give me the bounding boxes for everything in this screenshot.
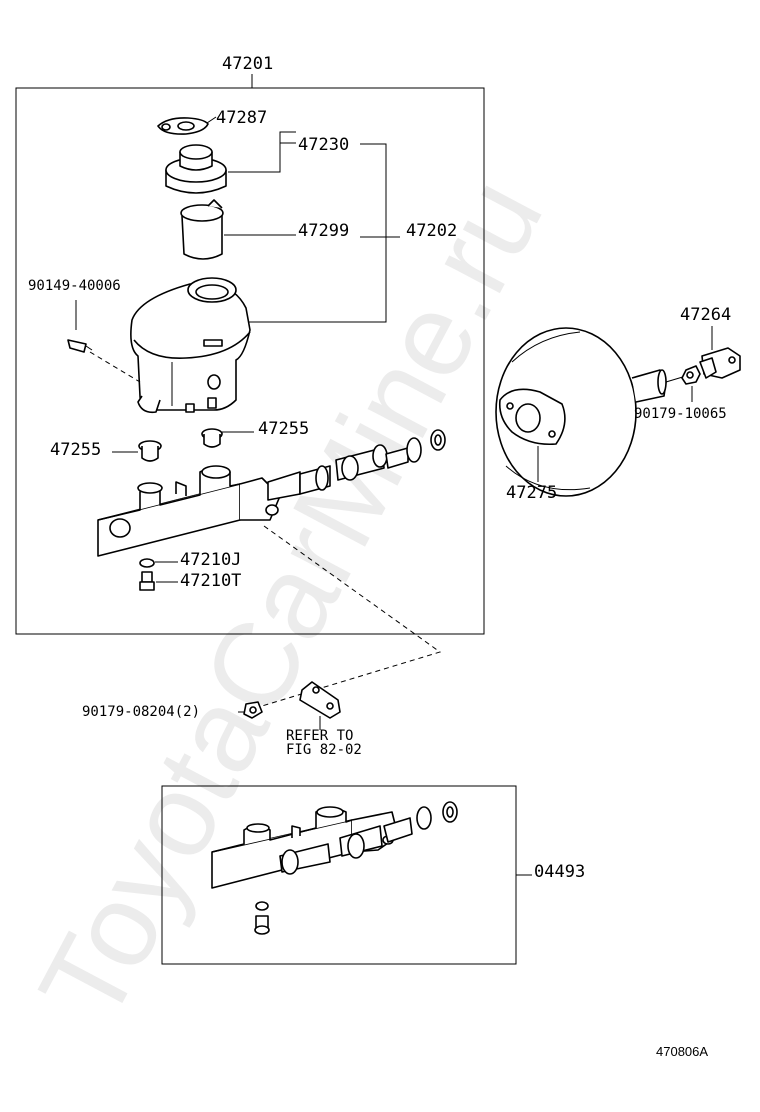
label-47230[interactable]: 47230: [298, 135, 349, 155]
assembly-frame: [15, 87, 485, 635]
label-04493[interactable]: 04493: [534, 862, 585, 882]
reservoir-tank-part[interactable]: [130, 277, 251, 414]
label-47202[interactable]: 47202: [406, 221, 457, 241]
label-47299[interactable]: 47299: [298, 221, 349, 241]
label-47201[interactable]: 47201: [222, 54, 273, 74]
master-cylinder-part[interactable]: [97, 465, 281, 557]
nut-part[interactable]: [243, 701, 263, 719]
piston-assembly-part[interactable]: [267, 429, 446, 501]
pin-part[interactable]: [67, 339, 93, 353]
label-90149-40006[interactable]: 90149-40006: [28, 278, 121, 294]
brake-booster-part[interactable]: [495, 327, 687, 497]
grommet-right-part[interactable]: [201, 428, 223, 448]
kit-master-cylinder-part[interactable]: [211, 801, 458, 935]
label-47210J[interactable]: 47210J: [180, 550, 241, 570]
label-47210T[interactable]: 47210T: [180, 571, 241, 591]
bracket-reference-part[interactable]: [299, 681, 341, 719]
grommet-left-part[interactable]: [138, 440, 162, 462]
cap-gasket-part[interactable]: [157, 117, 209, 135]
refer-text-line2[interactable]: FIG 82-02: [286, 742, 362, 758]
label-47264[interactable]: 47264: [680, 305, 731, 325]
label-47255-left[interactable]: 47255: [50, 440, 101, 460]
booster-nut-part[interactable]: [681, 365, 701, 385]
label-47287[interactable]: 47287: [216, 108, 267, 128]
figure-code: 470806A: [656, 1044, 708, 1059]
plug-j-part[interactable]: [139, 558, 155, 568]
label-47255-right[interactable]: 47255: [258, 419, 309, 439]
label-90179-10065[interactable]: 90179-10065: [634, 406, 727, 422]
refer-text-line1[interactable]: REFER TO: [286, 728, 353, 744]
label-90179-08204[interactable]: 90179-08204(2): [82, 704, 200, 720]
strainer-part[interactable]: [180, 199, 224, 260]
label-47275[interactable]: 47275: [506, 483, 557, 503]
reservoir-cap-part[interactable]: [165, 144, 227, 194]
plug-t-part[interactable]: [139, 571, 155, 591]
clevis-part[interactable]: [699, 347, 741, 379]
